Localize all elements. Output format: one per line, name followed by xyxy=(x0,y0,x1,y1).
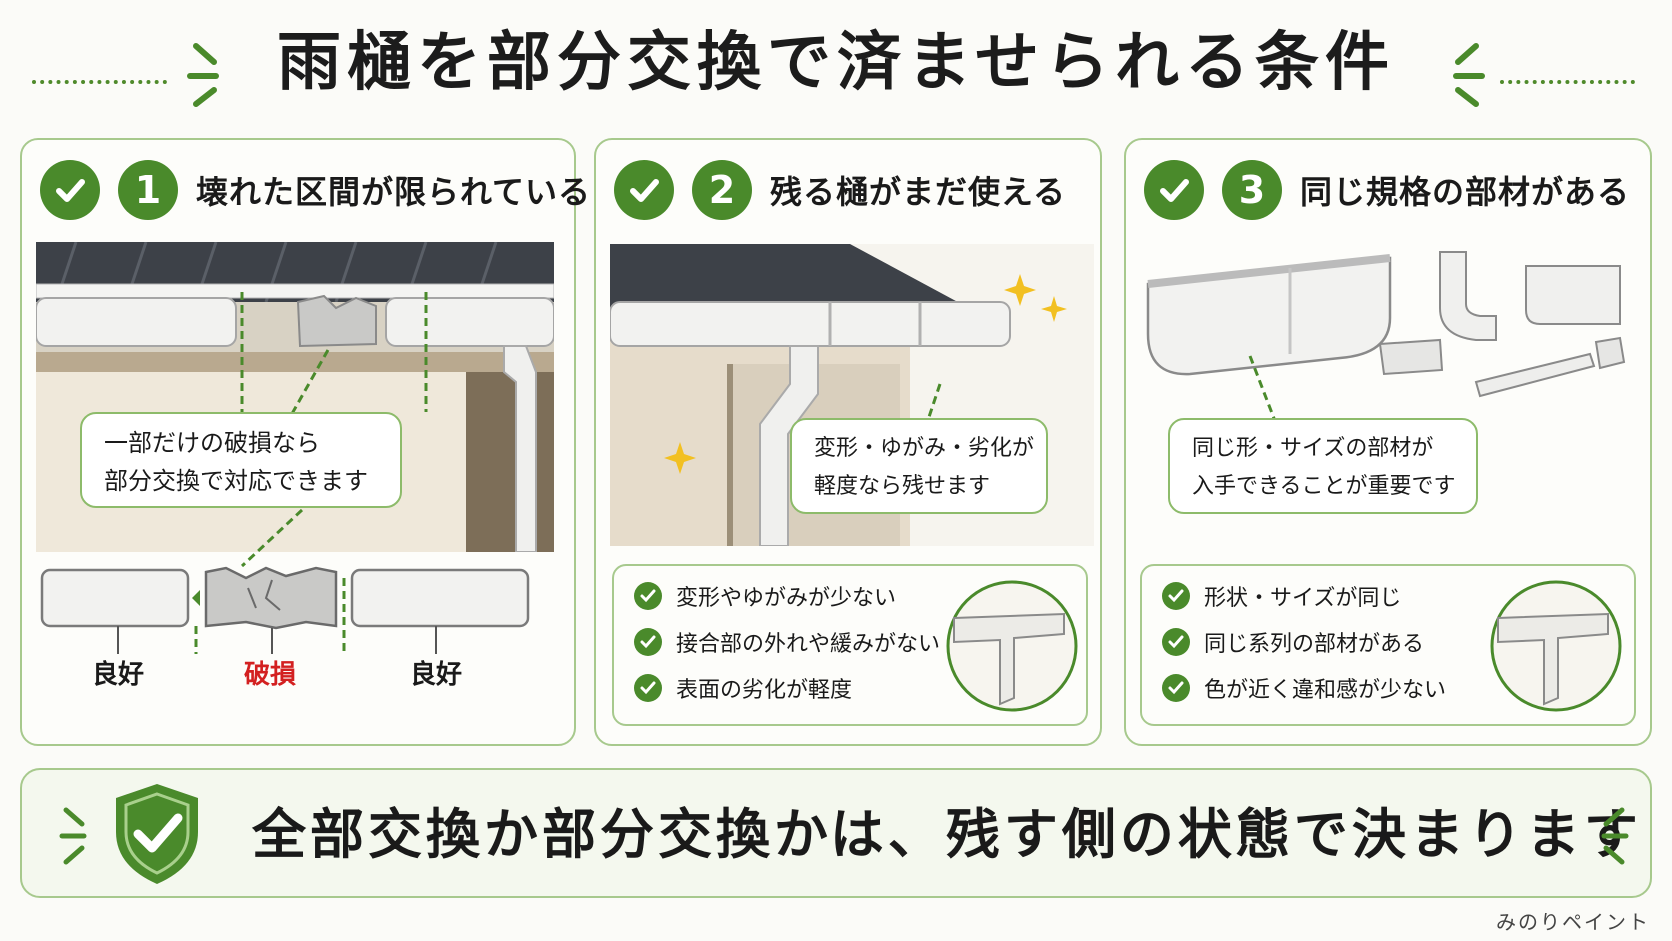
checklist-panel: 形状・サイズが同じ 同じ系列の部材がある 色が近く違和感が少ない xyxy=(1140,564,1636,726)
card-title: 同じ規格の部材がある xyxy=(1300,173,1631,211)
check-icon xyxy=(634,674,662,702)
check-item-label: 変形やゆがみが少ない xyxy=(676,586,897,611)
label-damaged: 破損 xyxy=(243,660,296,690)
check-item-label: 形状・サイズが同じ xyxy=(1204,586,1402,611)
speech-bubble: 同じ形・サイズの部材が 入手できることが重要です xyxy=(1168,418,1478,514)
gutter-parts-illustration xyxy=(1146,251,1626,435)
check-item-label: 同じ系列の部材がある xyxy=(1204,632,1425,657)
card-number: 1 xyxy=(118,160,178,220)
card-header: 3 同じ規格の部材がある xyxy=(1144,160,1630,220)
check-item: 形状・サイズが同じ xyxy=(1162,580,1401,612)
check-icon xyxy=(1162,674,1190,702)
speech-bubble: 一部だけの破損なら 部分交換で対応できます xyxy=(80,412,402,508)
label-good-right: 良好 xyxy=(409,660,462,690)
check-item-label: 接合部の外れや緩みがない xyxy=(676,632,941,657)
sparkle-left-icon xyxy=(187,43,219,107)
pointer-line xyxy=(240,508,304,568)
check-icon xyxy=(1162,582,1190,610)
check-item: 接合部の外れや緩みがない xyxy=(634,626,940,658)
check-icon xyxy=(1144,160,1204,220)
sparkle-left-icon xyxy=(59,807,87,865)
speech-bubble: 変形・ゆがみ・劣化が 軽度なら残せます xyxy=(790,418,1048,514)
card-title: 残る樋がまだ使える xyxy=(770,173,1067,211)
check-item: 表面の劣化が軽度 xyxy=(634,672,852,704)
label-good-left: 良好 xyxy=(91,660,144,690)
title-dots-right xyxy=(1500,80,1635,84)
condition-card-3: 3 同じ規格の部材がある 同じ形・サイズの部材が 入手できることが重要です 形状… xyxy=(1124,138,1652,746)
summary-text: 全部交換か部分交換かは、残す側の状態で決まります xyxy=(252,803,1642,866)
sparkle-right-icon xyxy=(1601,807,1629,865)
bubble-line-2: 部分交換で対応できます xyxy=(104,467,368,495)
card-title: 壊れた区間が限られている xyxy=(196,173,592,211)
check-item-label: 色が近く違和感が少ない xyxy=(1204,678,1447,703)
card-header: 1 壊れた区間が限られている xyxy=(40,160,591,220)
bubble-line-1: 一部だけの破損なら xyxy=(104,429,320,457)
check-icon xyxy=(40,160,100,220)
summary-banner: 全部交換か部分交換かは、残す側の状態で決まります xyxy=(20,768,1652,898)
gutter-closeup-illustration xyxy=(946,580,1078,712)
checklist-panel: 変形やゆがみが少ない 接合部の外れや緩みがない 表面の劣化が軽度 xyxy=(612,564,1088,726)
check-icon xyxy=(634,628,662,656)
title-dots-left xyxy=(32,80,167,84)
check-icon xyxy=(1162,628,1190,656)
card-number: 3 xyxy=(1222,160,1282,220)
check-icon xyxy=(614,160,674,220)
shield-check-icon xyxy=(116,784,198,884)
brand-name: みのりペイント xyxy=(1496,910,1650,934)
condition-card-1: 1 壊れた区間が限られている 一部だけの破損なら 部分交換で対応できます 良好 … xyxy=(20,138,590,746)
card-number: 2 xyxy=(692,160,752,220)
sparkle-right-icon xyxy=(1453,43,1485,107)
check-item: 変形やゆがみが少ない xyxy=(634,580,896,612)
card-header: 2 残る樋がまだ使える xyxy=(614,160,1066,220)
gutter-segments-illustration xyxy=(40,566,530,654)
bubble-line-2: 軽度なら残せます xyxy=(814,474,991,499)
check-item: 色が近く違和感が少ない xyxy=(1162,672,1446,704)
bubble-line-1: 同じ形・サイズの部材が xyxy=(1192,436,1434,461)
page-title: 雨樋を部分交換で済ませられる条件 xyxy=(276,26,1396,100)
bubble-line-1: 変形・ゆがみ・劣化が xyxy=(814,436,1035,461)
condition-card-2: 2 残る樋がまだ使える 変形・ゆがみ・劣化が 軽度なら残せます 変形やゆがみが少… xyxy=(594,138,1102,746)
check-item-label: 表面の劣化が軽度 xyxy=(676,678,853,703)
check-item: 同じ系列の部材がある xyxy=(1162,626,1424,658)
check-icon xyxy=(634,582,662,610)
bubble-line-2: 入手できることが重要です xyxy=(1192,474,1456,499)
gutter-closeup-illustration xyxy=(1490,580,1622,712)
